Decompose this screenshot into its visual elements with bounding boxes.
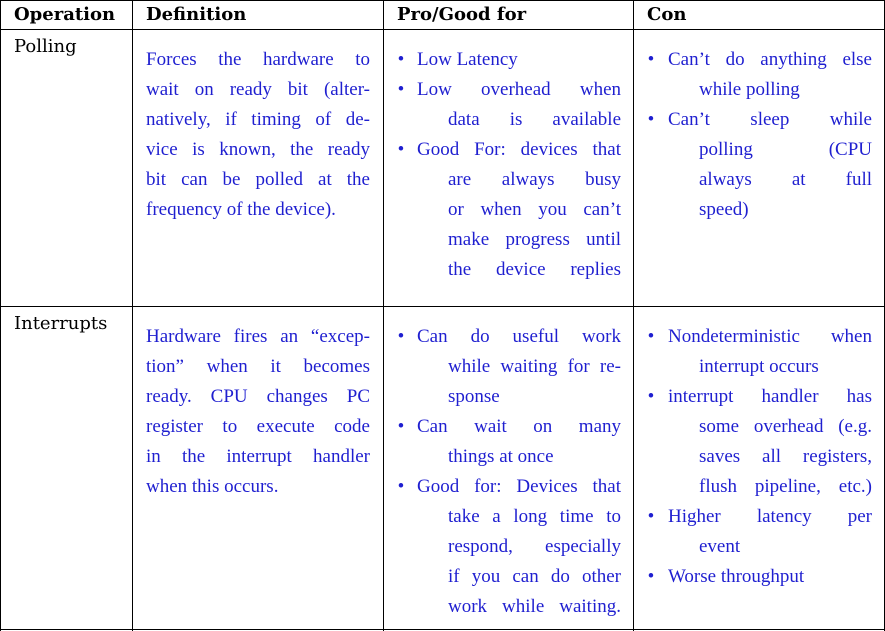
row-divider [0, 306, 885, 307]
con-item-line: some overhead (e.g. [699, 416, 872, 437]
con-item-line: Worse throughput [668, 566, 805, 587]
definition-line: bit can be polled at the [146, 169, 370, 190]
con-item-line: Nondeterministic when [668, 326, 872, 347]
con-item-line: interrupt handler has [668, 386, 872, 407]
pro-item-line: Can do useful work [417, 326, 621, 347]
con-item-line: always at full [699, 169, 872, 190]
con-item-line: Higher latency per [668, 506, 872, 527]
pro-item-line: data is available [448, 109, 621, 130]
bullet-icon: • [647, 326, 655, 347]
table-border-bottom [0, 629, 885, 630]
bullet-icon: • [647, 109, 655, 130]
column-divider-1 [132, 0, 133, 631]
table-border-top [0, 0, 885, 1]
pro-item-line: respond, especially [448, 536, 621, 557]
con-item-line: while polling [699, 79, 800, 100]
pro-item-line: Low overhead when [417, 79, 621, 100]
con-item-line: event [699, 536, 741, 557]
definition-line: in the interrupt handler [146, 446, 370, 467]
row-label-polling: Polling [14, 36, 77, 57]
pro-item-line: take a long time to [448, 506, 621, 527]
pro-item-line: sponse [448, 386, 500, 407]
pro-item-line: Can wait on many [417, 416, 621, 437]
header-divider [0, 29, 885, 30]
pro-item-line: things at once [448, 446, 554, 467]
con-item-line: flush pipeline, etc.) [699, 476, 872, 497]
header-con: Con [647, 4, 687, 25]
bullet-icon: • [397, 476, 405, 497]
header-pro: Pro/Good for [397, 4, 527, 25]
column-divider-3 [633, 0, 634, 631]
con-item-line: Can’t sleep while [668, 109, 872, 130]
bullet-icon: • [647, 506, 655, 527]
header-definition: Definition [146, 4, 247, 25]
con-item-line: speed) [699, 199, 749, 220]
pro-item-line: Low Latency [417, 49, 518, 70]
definition-line: tion” when it becomes [146, 356, 370, 377]
definition-line: ready. CPU changes PC [146, 386, 370, 407]
pro-item-line: the device replies [448, 259, 621, 280]
pro-item-line: are always busy [448, 169, 621, 190]
pro-item-line: work while waiting. [448, 596, 621, 617]
bullet-icon: • [397, 49, 405, 70]
con-item-line: polling (CPU [699, 139, 872, 160]
bullet-icon: • [397, 326, 405, 347]
bullet-icon: • [647, 566, 655, 587]
definition-line: Hardware fires an “excep- [146, 326, 370, 347]
table-border-left [0, 0, 1, 631]
definition-line: natively, if timing of de- [146, 109, 370, 130]
pro-item-line: or when you can’t [448, 199, 621, 220]
bullet-icon: • [647, 386, 655, 407]
column-divider-2 [383, 0, 384, 631]
bullet-icon: • [397, 139, 405, 160]
definition-line: frequency of the device). [146, 199, 336, 220]
definition-line: register to execute code [146, 416, 370, 437]
pro-item-line: if you can do other [448, 566, 621, 587]
pro-item-line: while waiting for re- [448, 356, 621, 377]
pro-item-line: make progress until [448, 229, 621, 250]
bullet-icon: • [647, 49, 655, 70]
definition-line: wait on ready bit (alter- [146, 79, 370, 100]
con-item-line: Can’t do anything else [668, 49, 872, 70]
con-item-line: saves all registers, [699, 446, 872, 467]
definition-line: vice is known, the ready [146, 139, 370, 160]
pro-item-line: Good For: devices that [417, 139, 621, 160]
definition-line: when this occurs. [146, 476, 279, 497]
definition-line: Forces the hardware to [146, 49, 370, 70]
con-item-line: interrupt occurs [699, 356, 819, 377]
header-operation: Operation [14, 4, 116, 25]
pro-item-line: Good for: Devices that [417, 476, 621, 497]
bullet-icon: • [397, 79, 405, 100]
row-label-interrupts: Interrupts [14, 313, 108, 334]
bullet-icon: • [397, 416, 405, 437]
